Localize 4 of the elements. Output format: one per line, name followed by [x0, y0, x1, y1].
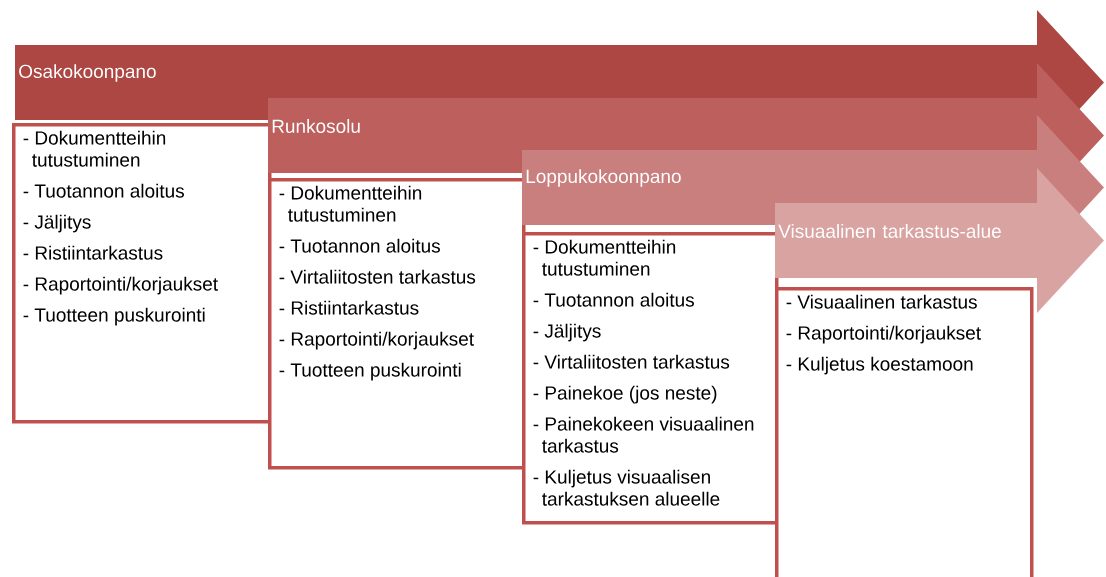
list-box: - Visuaalinen tarkastus - Raportointi/korjaukset - Kuljetus koestamoon [775, 287, 1034, 577]
list-box: - Dokumentteihin tutustuminen - Tuotannon aloitus - Jäljitys - Virtaliitosten tarkastus - Painekoe (jos neste) - Painekokeen visuaalinen tarkastus - Kuljetus visuaalisen tarkastuksen alueelle [522, 232, 779, 525]
list-box: - Dokumentteihin tutustuminen - Tuotannon aloitus - Virtaliitosten tarkastus - Ristiintarkastus - Raportointi/korjaukset - Tuotteen puskurointi [268, 178, 526, 470]
list-box: - Dokumentteihin tutustuminen - Tuotannon aloitus - Jäljitys - Ristiintarkastus - Raportointi/korjaukset - Tuotteen puskurointi [12, 123, 272, 424]
